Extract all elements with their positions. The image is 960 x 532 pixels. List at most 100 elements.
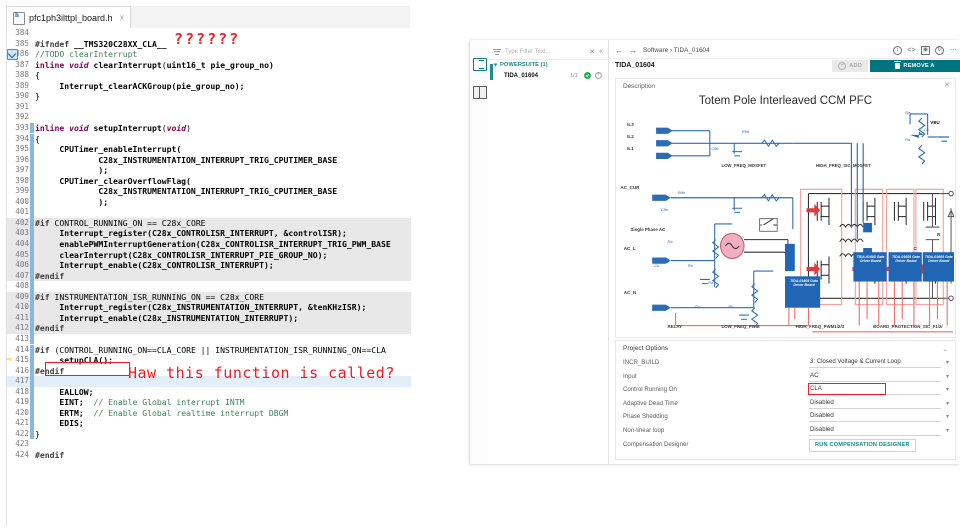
back-icon[interactable]: ← — [615, 46, 623, 55]
add-button-label: ADD — [849, 63, 862, 69]
code-line: 387 inline void clearInterrupt(uint16_t p… — [7, 60, 411, 71]
collapse-all-icon[interactable]: « — [599, 48, 603, 55]
label-ra-2: Ra — [707, 280, 714, 286]
option-label: Input — [623, 372, 637, 380]
book-view-icon[interactable] — [473, 86, 487, 99]
remove-button-label: REMOVE A — [903, 63, 935, 69]
code-line: 384 — [7, 28, 411, 39]
code-text: CPUTimer_clearOverflowFlag( — [35, 175, 191, 186]
page-title: TIDA_01604 — [615, 62, 655, 69]
close-icon[interactable]: ☓ — [119, 12, 125, 23]
label-cfltr-2: Cfltr — [660, 207, 669, 213]
line-number: 401 — [15, 207, 29, 217]
code-line: 405 clearInterrupt(C28x_CONTROLISR_INTER… — [7, 249, 411, 261]
option-value[interactable]: Disabled — [809, 426, 941, 436]
folding-bar — [30, 260, 34, 271]
folding-bar — [30, 291, 34, 303]
folding-bar — [30, 133, 34, 145]
add-project-icon[interactable]: + — [595, 72, 602, 79]
chevron-down-icon[interactable] — [493, 63, 498, 67]
code-line: 420 ERTM; // Enable Global realtime inte… — [7, 407, 411, 419]
filter-input[interactable]: Type Filter Text... — [505, 48, 551, 55]
label-rfltr-2: Rfltr — [677, 190, 685, 196]
line-number: 402 — [15, 217, 29, 227]
chevron-down-icon[interactable]: ▾ — [945, 400, 949, 407]
settings-icon[interactable]: ◉ — [921, 46, 930, 55]
code-text-area[interactable]: 384 385#ifndef __TMS320C28XX_CLA__386//TO… — [6, 28, 411, 526]
label-rb-3: Rb — [905, 136, 911, 142]
tree-node-powersuite[interactable]: POWERSUITE (1) — [493, 62, 548, 68]
editor-tab-pfc1ph3ilttpl-board-h[interactable]: pfc1ph3ilttpl_board.h ☓ — [6, 6, 132, 29]
line-number: 395 — [15, 144, 29, 154]
code-text: #if (CONTROL_RUNNING_ON==CLA_CORE || INS… — [35, 344, 386, 355]
chevron-down-icon[interactable]: ▾ — [945, 387, 949, 394]
more-icon[interactable]: ⋯ — [950, 47, 957, 54]
chevron-down-icon[interactable]: ⌄ — [942, 346, 948, 353]
code-line: 394{ — [7, 133, 411, 145]
label-rfltr-1: Rfltr — [741, 129, 750, 135]
tree-node-count: 1/1 — [570, 73, 578, 79]
option-row-input: Input AC ▾ — [623, 371, 949, 384]
folding-bar — [30, 397, 34, 408]
line-number: 415 — [15, 355, 29, 365]
list-view-icon[interactable] — [473, 58, 487, 71]
label-rb-1: Rb — [687, 263, 693, 269]
code-line: 397 ); — [7, 165, 411, 176]
add-button[interactable]: + ADD — [832, 60, 868, 72]
remove-button[interactable]: REMOVE A — [870, 60, 960, 72]
line-number: 393 — [15, 122, 29, 132]
line-number: 386 — [15, 49, 29, 59]
folding-bar — [30, 376, 34, 387]
breadcrumb-path[interactable]: Software › TIDA_01604 — [643, 47, 710, 54]
chevron-down-icon[interactable]: ▾ — [945, 360, 949, 366]
label-relay: RELAY — [667, 323, 683, 329]
left-icon-rail — [470, 40, 489, 464]
folding-bar — [30, 196, 34, 208]
chevron-down-icon[interactable]: ▾ — [945, 414, 949, 421]
code-text: C28x_INSTRUMENTATION_INTERRUPT_TRIG_CPUT… — [35, 186, 338, 197]
code-line: 392 — [7, 112, 411, 123]
tree-node-tida01604[interactable]: TIDA_01604 — [504, 73, 538, 79]
todo-marker-icon[interactable] — [7, 49, 18, 61]
history-icon[interactable]: ↻ — [935, 46, 944, 55]
forward-icon[interactable]: → — [629, 46, 637, 55]
trash-icon — [894, 61, 902, 69]
option-value[interactable]: Disabled — [809, 412, 941, 423]
clear-filter-icon[interactable]: ✕ — [589, 48, 596, 56]
folding-bar — [30, 154, 34, 166]
label-il1: IL1 — [627, 146, 634, 152]
line-number: 418 — [15, 386, 29, 396]
code-line: 386//TODO clearInterrupt — [7, 49, 411, 61]
code-line: 407#endif — [7, 270, 411, 282]
option-value[interactable]: AC — [809, 372, 941, 382]
code-line: 385#ifndef __TMS320C28XX_CLA__ — [7, 39, 411, 50]
chevron-down-icon[interactable]: ▾ — [945, 428, 949, 434]
code-text: #if INSTRUMENTATION_ISR_RUNNING_ON == C2… — [35, 291, 265, 302]
option-label: INCR_BUILD — [623, 359, 660, 366]
description-close-icon[interactable]: ✕ — [944, 82, 950, 89]
code-text: EDIS; — [35, 418, 84, 429]
chevron-down-icon[interactable]: ▾ — [945, 373, 949, 380]
code-text: enablePWMInterruptGeneration(C28x_CONTRO… — [35, 239, 391, 249]
folding-bar — [30, 407, 34, 419]
line-number: 384 — [15, 28, 29, 37]
run-compensation-designer-button[interactable]: RUN COMPENSATION DESIGNER — [809, 438, 916, 452]
label-il2: IL2 — [627, 134, 634, 140]
label-ra-3: Ra — [905, 110, 911, 115]
line-number: 387 — [15, 59, 29, 69]
folding-bar — [30, 302, 34, 313]
label-ac-l: AC_L — [623, 246, 636, 252]
option-value[interactable]: 3: Closed Voltage & Current Loop — [809, 358, 941, 368]
description-panel: Description ✕ Totem Pole Interleaved CCM… — [615, 78, 956, 338]
code-icon[interactable]: <> — [907, 47, 916, 54]
code-line: 415 setupCLA();⇨ — [7, 355, 411, 366]
code-text: inline void clearInterrupt(uint16_t pie_… — [35, 59, 274, 70]
code-line: 423 — [7, 439, 411, 450]
label-vbus: VBU — [930, 119, 940, 125]
annotation-red-box-cla — [808, 383, 886, 396]
folding-bar — [30, 217, 34, 229]
option-value[interactable]: Disabled — [809, 399, 941, 409]
info-icon[interactable]: i — [893, 46, 902, 55]
